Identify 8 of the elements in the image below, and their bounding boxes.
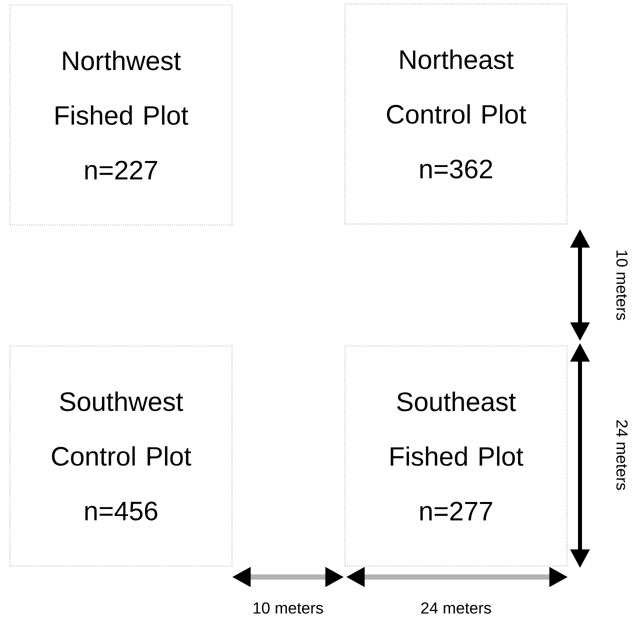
dimension-label: 10 meters [254,602,323,614]
dimension-label: 24 meters [421,602,491,614]
plot-box: Southwest Control Plot n=456 [10,346,232,566]
dimension-label: 10 meters [616,250,628,320]
dimension-label: 24 meters [616,420,628,490]
plot-box: Northwest Fished Plot n=227 [10,4,232,226]
plot-box: Northeast Control Plot n=362 [344,4,568,224]
plot-box: Southeast Fished Plot n=277 [344,346,568,566]
